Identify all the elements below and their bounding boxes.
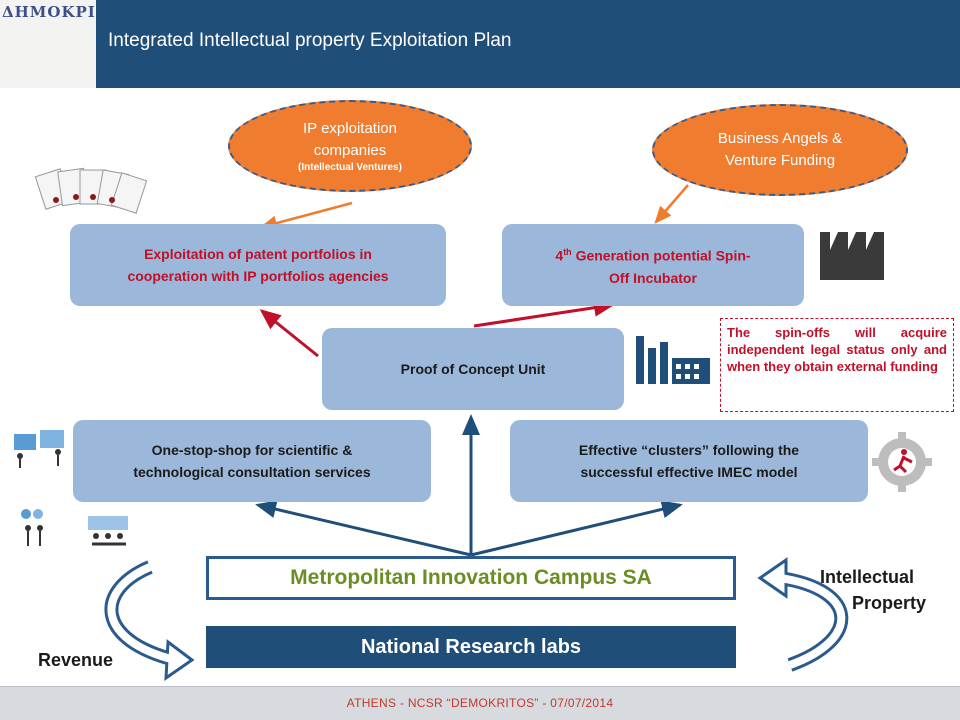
curved-arrow-left-inner [107, 563, 176, 664]
header-bar [0, 0, 960, 88]
footer-text: ATHENS - NCSR “DEMOKRITOS” - 07/07/2014 [346, 696, 614, 710]
patent-documents-icon [34, 167, 148, 214]
spin-off-note: The spin-offs will acquire independent l… [720, 318, 954, 412]
gear-icon [872, 432, 932, 492]
arrow-ip-to-exploit [259, 201, 353, 231]
revenue-label: Revenue [38, 650, 114, 670]
footer-bar [0, 686, 960, 720]
exploitation-box: Exploitation of patent portfolios in coo… [70, 224, 446, 306]
proof-of-concept-box: Proof of Concept Unit [322, 328, 624, 410]
ellipse-ba-line1: Business Angels & [717, 130, 843, 147]
clusters-box: Effective “clusters” following the succe… [510, 420, 868, 502]
page-title: Integrated Intellectual property Exploit… [108, 30, 512, 51]
factory-icon [815, 222, 885, 282]
intellectual-label-line1: Intellectual [820, 567, 915, 587]
exploitation-line2: cooperation with IP portfolios agencies [127, 268, 389, 284]
ellipse-ip-line1: IP exploitation [303, 120, 397, 137]
business-angels-ellipse: Business Angels & Venture Funding [652, 104, 908, 196]
incubator-box: 4th Generation potential Spin- Off Incub… [502, 224, 804, 306]
one-stop-line2: technological consultation services [133, 464, 371, 480]
metropolitan-innovation-campus-box: Metropolitan Innovation Campus SA [206, 556, 736, 600]
national-research-labs-box: National Research labs [206, 626, 736, 668]
ellipse-ba-line2: Venture Funding [724, 152, 836, 169]
intellectual-property-label: Intellectual Property [820, 564, 950, 616]
clusters-line1: Effective “clusters” following the [578, 442, 800, 458]
ip-exploitation-companies-ellipse: IP exploitation companies (Intellectual … [228, 100, 472, 192]
clusters-line2: successful effective IMEC model [580, 464, 798, 480]
intellectual-label-line2: Property [852, 593, 927, 613]
incubator-line2: Off Incubator [609, 269, 697, 286]
proof-of-concept-label: Proof of Concept Unit [400, 361, 546, 377]
ellipse-ip-line3: (Intellectual Ventures) [298, 162, 402, 173]
team-people-icon [21, 509, 43, 546]
consultation-people-icon [14, 430, 64, 468]
meeting-people-icon [88, 516, 128, 546]
arrow-poc-to-exploit [259, 309, 319, 358]
incubator-line1: 4th Generation potential Spin- [555, 247, 751, 264]
ellipse-ip-line2: companies [313, 142, 387, 159]
arrow-poc-to-incubator [473, 298, 615, 328]
arrow-campus-to-clusters [470, 500, 683, 557]
exploitation-line1: Exploitation of patent portfolios in [144, 246, 372, 262]
building-icon [632, 330, 712, 388]
one-stop-shop-box: One-stop-shop for scientific & technolog… [73, 420, 431, 502]
demokritos-logo: ΔΗΜΟΚΡΙΤΟΣ [0, 0, 96, 88]
curved-arrow-right-inner [779, 574, 846, 669]
arrow-campus-to-onestop [255, 500, 472, 557]
one-stop-line1: One-stop-shop for scientific & [151, 442, 353, 458]
arrow-ba-to-incubator [654, 184, 689, 224]
